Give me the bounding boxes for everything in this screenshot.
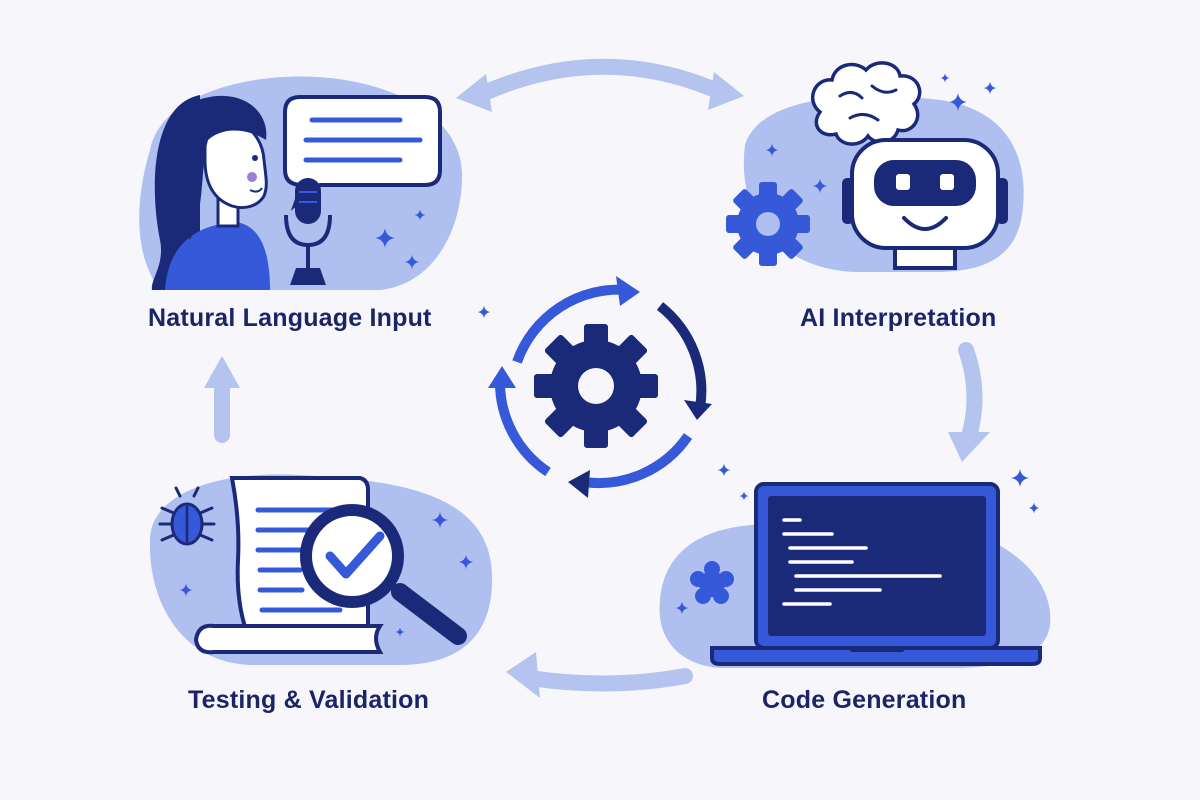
stage-label-natural-language-input: Natural Language Input	[148, 304, 432, 332]
laptop-icon	[710, 482, 1042, 666]
arrow-top	[456, 58, 744, 112]
microphone-icon	[284, 178, 332, 285]
stage-label-testing-validation: Testing & Validation	[188, 686, 430, 714]
bug-icon	[158, 486, 216, 546]
center-cycle	[488, 276, 712, 498]
arrow-bottom	[506, 652, 693, 698]
stage-code-generation	[659, 463, 1051, 668]
flow-arrows	[204, 58, 990, 698]
stage-ai-interpretation	[726, 61, 1024, 272]
arrow-left	[204, 356, 240, 443]
cycle-arrows-icon	[488, 276, 712, 498]
stage-natural-language-input	[139, 76, 462, 290]
code-lines-icon	[782, 518, 942, 606]
gear-icon	[534, 324, 658, 448]
gear-icon	[690, 561, 734, 604]
stage-testing-validation	[149, 474, 493, 665]
arrow-right	[948, 342, 990, 462]
robot-icon	[842, 138, 1008, 270]
brain-icon	[810, 61, 922, 146]
gear-icon	[726, 182, 810, 266]
stage-label-ai-interpretation: AI Interpretation	[800, 304, 997, 332]
woman-icon	[151, 95, 270, 290]
speech-bubble-icon	[283, 95, 442, 211]
sparkle-icon	[477, 305, 491, 319]
stage-label-code-generation: Code Generation	[762, 686, 967, 714]
magnifier-checkmark-icon	[300, 504, 467, 645]
